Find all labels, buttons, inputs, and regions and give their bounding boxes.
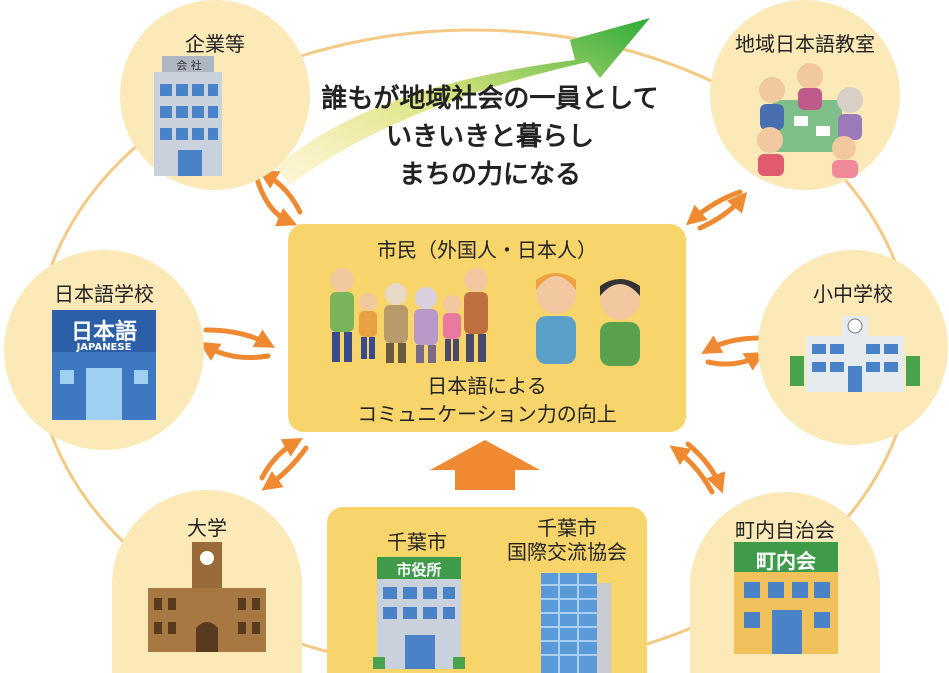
company-sign: 会 社 — [176, 59, 202, 72]
city-label: 千葉市 — [387, 530, 447, 554]
arrow-center-to-neighborhood — [685, 441, 726, 494]
city-hall-building-icon — [373, 557, 465, 669]
slogan-line-2: いきいきと暮らし — [385, 122, 594, 152]
node-elementary: 小中学校 — [758, 250, 948, 445]
node-university: 大学 — [112, 490, 302, 673]
arrow-neighborhood-to-center — [669, 445, 715, 495]
citizens-group-icon — [330, 268, 640, 366]
elementary-label: 小中学校 — [813, 282, 893, 306]
classroom-label: 地域日本語教室 — [735, 32, 875, 56]
neighborhood-sign: 町内会 — [756, 549, 816, 573]
arrow-elementary-to-center — [701, 335, 763, 354]
arrow-center-to-classroom — [697, 191, 748, 231]
city-hall-sign: 市役所 — [396, 561, 442, 579]
node-company: 企業等 会 社 — [120, 0, 310, 190]
office-building-icon — [154, 56, 222, 176]
language-school-sign-sub: JAPANESE — [76, 342, 132, 353]
language-school-label: 日本語学校 — [54, 282, 154, 306]
company-label: 企業等 — [185, 32, 245, 56]
language-school-sign: 日本語 — [70, 320, 137, 345]
university-label: 大学 — [187, 516, 227, 540]
association-label-line-2: 国際交流協会 — [507, 540, 627, 564]
slogan-line-3: まちの力になる — [398, 160, 581, 190]
up-arrow — [430, 440, 540, 490]
node-classroom: 地域日本語教室 — [710, 0, 900, 190]
node-language-school: 日本語学校 日本語 JAPANESE — [4, 250, 204, 450]
arrow-center-to-elementary — [705, 352, 765, 371]
growth-arrow — [275, 18, 650, 185]
university-building-icon — [148, 542, 266, 652]
citizens-subtitle-line-2: コミュニケーション力の向上 — [357, 402, 617, 426]
support-panel: 千葉市 市役所 千葉市 国際交流協会 — [327, 507, 647, 673]
slogan-line-1: 誰もが地域社会の一員として — [321, 84, 659, 114]
association-label-line-1: 千葉市 — [537, 516, 597, 540]
arrow-center-to-langschool — [199, 341, 271, 361]
language-school-building-icon — [52, 310, 156, 420]
citizens-subtitle-line-1: 日本語による — [427, 374, 547, 398]
arrow-university-to-center — [259, 438, 303, 481]
community-hall-icon — [734, 542, 838, 654]
association-building-icon — [541, 573, 611, 673]
citizens-title: 市民（外国人・日本人） — [377, 238, 597, 262]
study-group-icon — [757, 63, 863, 178]
arrow-center-to-company — [258, 169, 303, 215]
neighborhood-label: 町内自治会 — [735, 518, 835, 542]
citizens-panel: 市民（外国人・日本人） 日本語による コミュニケーション力の向上 — [288, 224, 686, 432]
slogan: 誰もが地域社会の一員として いきいきと暮らし まちの力になる — [300, 80, 680, 194]
school-building-icon — [790, 316, 920, 392]
arrow-center-to-university — [261, 445, 309, 491]
node-neighborhood: 町内自治会 町内会 — [690, 492, 880, 673]
arrow-langschool-to-center — [203, 327, 275, 348]
